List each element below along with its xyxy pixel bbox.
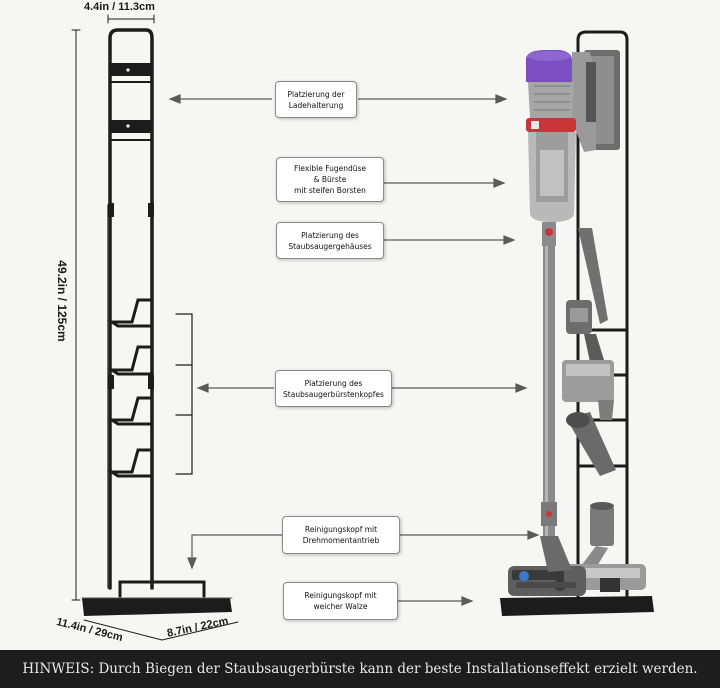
callout-line: Reinigungskopf mit bbox=[304, 525, 378, 534]
stand-with-vacuum bbox=[500, 30, 654, 616]
base-width-dimension-line bbox=[161, 621, 239, 641]
footer-note: HINWEIS: Durch Biegen der Staubsaugerbür… bbox=[0, 650, 720, 688]
callout-line: Platzierung des bbox=[304, 378, 363, 388]
callout-line: weicher Walze bbox=[313, 602, 368, 611]
top-width-dimension: 4.4in / 11.3cm bbox=[84, 1, 155, 13]
callout-line: Platzierung der bbox=[287, 89, 345, 99]
callout-crevice-brush: Flexible Fugendüse & Bürste mit steifen … bbox=[276, 157, 384, 202]
callout-line: Ladehalterung bbox=[288, 100, 344, 110]
callout-torque-head: Reinigungskopf mit Drehmomentantrieb bbox=[282, 516, 400, 554]
callout-line: mit steifen Borsten bbox=[294, 186, 366, 195]
base-depth-dimension-line bbox=[83, 619, 163, 641]
pointer-arrows bbox=[168, 94, 540, 606]
callout-line: Staubsaugergehäuses bbox=[288, 241, 372, 251]
callout-soft-roller-head: Reinigungskopf mit weicher Walze bbox=[283, 582, 398, 620]
product-illustration bbox=[71, 14, 654, 641]
callout-vacuum-body: Platzierung des Staubsaugergehäuses bbox=[276, 222, 384, 259]
callout-line: Flexible Fugendüse bbox=[293, 164, 367, 173]
callout-brush-head: Platzierung des Staubsaugerbürstenkopfes bbox=[275, 370, 392, 407]
callout-line: Staubsaugerbürstenkopfes bbox=[283, 389, 384, 399]
callout-line: Platzierung des bbox=[301, 230, 359, 240]
callout-line: Drehmomentantrieb bbox=[302, 536, 380, 545]
callout-line: & Bürste bbox=[313, 175, 347, 184]
callout-charging-holder: Platzierung der Ladehalterung bbox=[275, 81, 357, 118]
height-dimension: 49.2in / 125cm bbox=[55, 260, 69, 342]
empty-stand bbox=[71, 14, 239, 641]
callout-line: Reinigungskopf mit bbox=[304, 591, 377, 600]
